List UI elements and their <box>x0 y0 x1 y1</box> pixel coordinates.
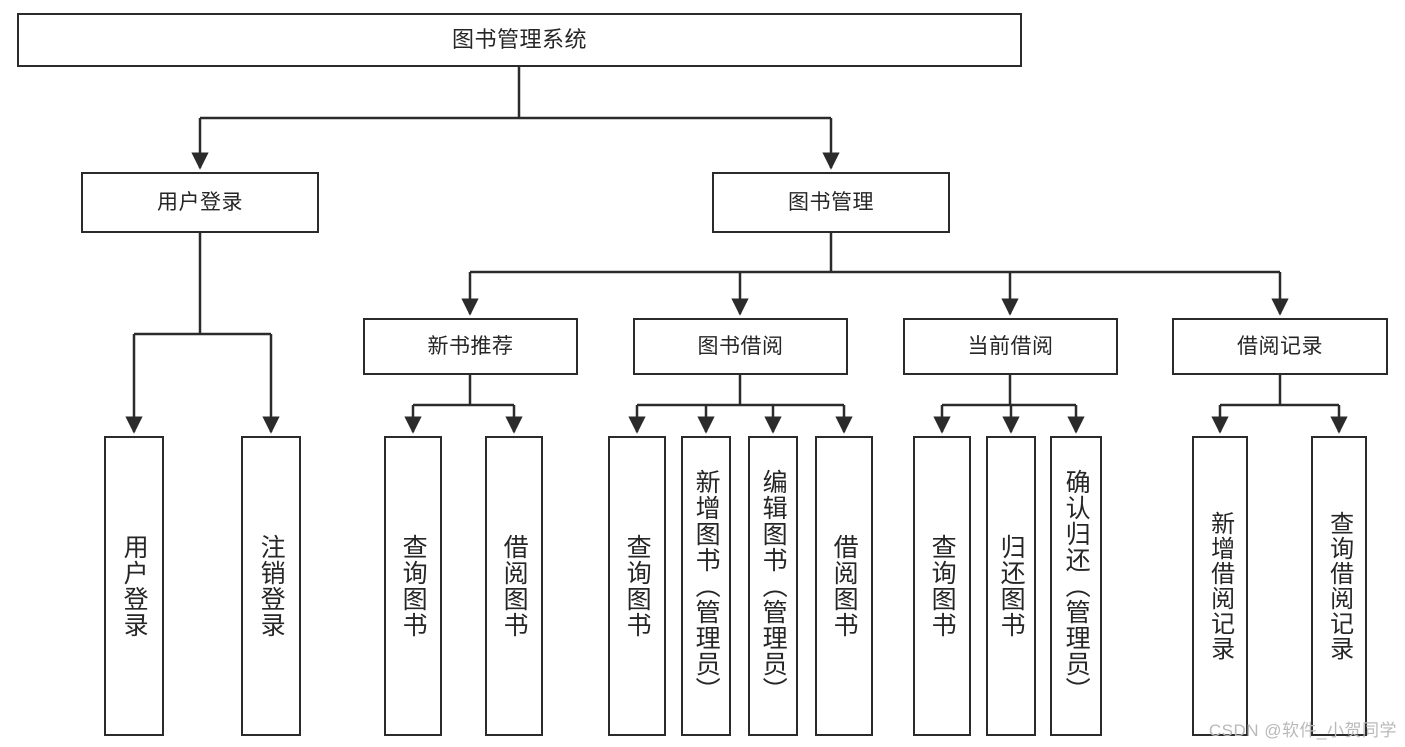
node-user-login[interactable]: 用户登录 <box>81 172 319 233</box>
leaf-query-book-newbook[interactable]: 查询图书 <box>384 436 442 736</box>
leaf-add-borrow-record[interactable]: 新增借阅记录 <box>1192 436 1248 736</box>
node-new-book-recommend[interactable]: 新书推荐 <box>363 318 578 375</box>
watermark-text: CSDN @软件_小贺同学 <box>1208 721 1397 740</box>
node-book-manage[interactable]: 图书管理 <box>712 172 950 233</box>
leaf-borrow-book-newbook[interactable]: 借阅图书 <box>485 436 543 736</box>
leaf-confirm-return-admin[interactable]: 确认归还（管理员） <box>1050 436 1102 736</box>
leaf-borrow-book-borrow[interactable]: 借阅图书 <box>815 436 873 736</box>
node-borrow-record[interactable]: 借阅记录 <box>1172 318 1388 375</box>
node-book-borrow[interactable]: 图书借阅 <box>633 318 848 375</box>
leaf-query-book-borrow[interactable]: 查询图书 <box>608 436 666 736</box>
leaf-query-book-current[interactable]: 查询图书 <box>913 436 971 736</box>
leaf-logout[interactable]: 注销登录 <box>241 436 301 736</box>
leaf-user-login[interactable]: 用户登录 <box>104 436 164 736</box>
leaf-edit-book-admin[interactable]: 编辑图书（管理员） <box>748 436 798 736</box>
leaf-add-book-admin[interactable]: 新增图书（管理员） <box>681 436 731 736</box>
node-current-borrow[interactable]: 当前借阅 <box>903 318 1118 375</box>
leaf-return-book[interactable]: 归还图书 <box>986 436 1036 736</box>
leaf-query-borrow-record[interactable]: 查询借阅记录 <box>1311 436 1367 736</box>
node-root-system[interactable]: 图书管理系统 <box>17 13 1022 67</box>
